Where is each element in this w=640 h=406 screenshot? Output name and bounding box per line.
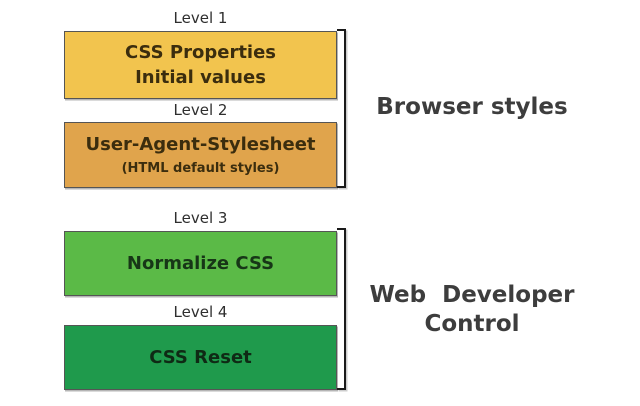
- browser-styles-label: Browser styles: [376, 94, 568, 120]
- css-properties-title: CSS Properties: [124, 42, 277, 63]
- html-default-styles-note: (HTML default styles): [121, 161, 280, 176]
- level-4-label: Level 4: [173, 303, 228, 321]
- level-1-label: Level 1: [173, 9, 228, 27]
- css-reset-box: CSS Reset: [64, 325, 337, 390]
- initial-values-title: Initial values: [135, 67, 266, 88]
- normalize-css-title: Normalize CSS: [126, 253, 275, 274]
- web-developer-control-bracket: [337, 228, 346, 390]
- css-properties-box: CSS Properties Initial values: [64, 31, 337, 99]
- level-2-label: Level 2: [173, 101, 228, 119]
- web-developer-control-label: Web Developer Control: [369, 282, 575, 337]
- browser-styles-bracket: [337, 29, 346, 188]
- user-agent-stylesheet-box: User-Agent-Stylesheet (HTML default styl…: [64, 122, 337, 188]
- css-reset-title: CSS Reset: [149, 347, 252, 368]
- normalize-css-box: Normalize CSS: [64, 231, 337, 296]
- level-3-label: Level 3: [173, 209, 228, 227]
- user-agent-stylesheet-title: User-Agent-Stylesheet: [85, 134, 316, 155]
